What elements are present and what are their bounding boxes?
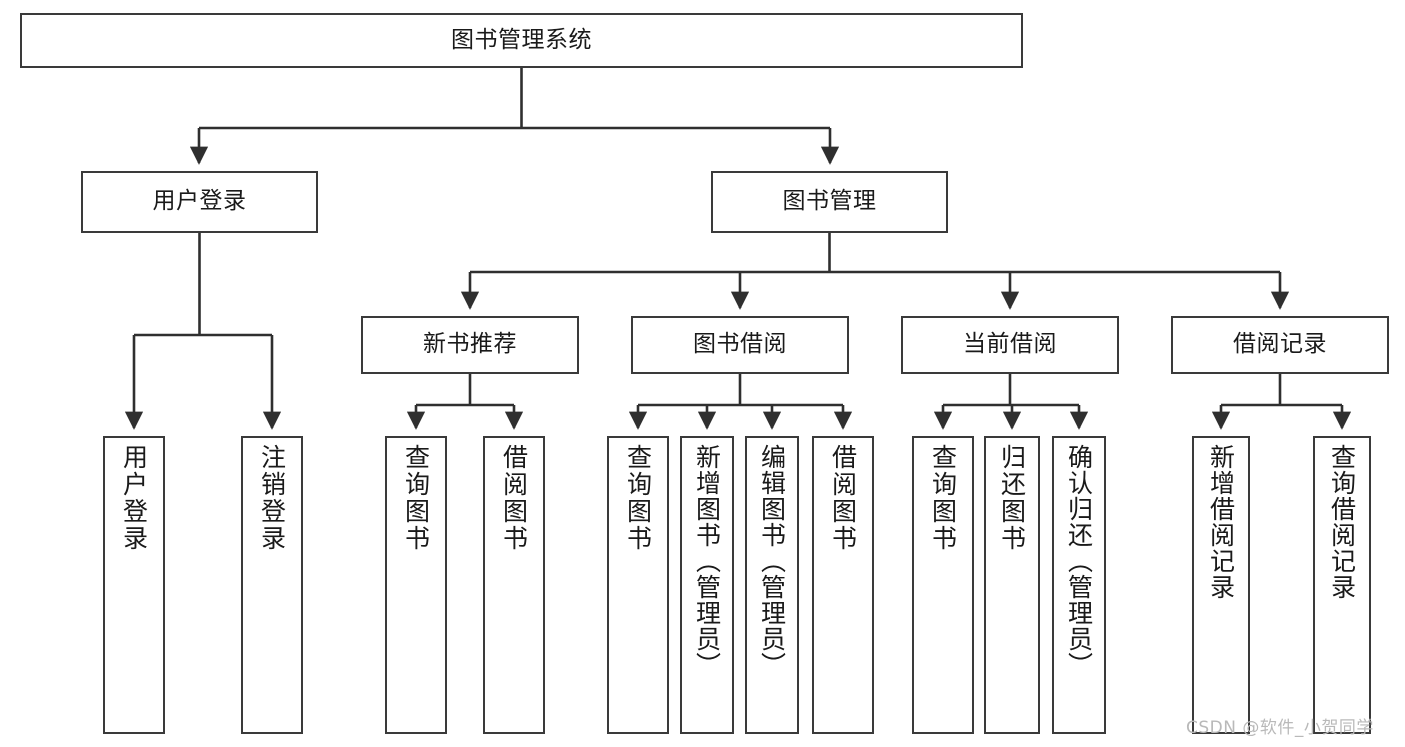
node-leaf-query-books-rec[interactable]: 查询图书 bbox=[385, 436, 447, 734]
node-leaf-user-login-label: 用户登录 bbox=[119, 444, 149, 552]
node-leaf-confirm-return-admin[interactable]: 确认归还（管理员） bbox=[1052, 436, 1106, 734]
node-leaf-query-books-rec-label: 查询图书 bbox=[401, 444, 431, 552]
node-leaf-query-books-borrow[interactable]: 查询图书 bbox=[607, 436, 669, 734]
node-leaf-logout[interactable]: 注销登录 bbox=[241, 436, 303, 734]
node-leaf-borrow-books-rec[interactable]: 借阅图书 bbox=[483, 436, 545, 734]
node-leaf-borrow-books-borrow[interactable]: 借阅图书 bbox=[812, 436, 874, 734]
node-borrow-record[interactable]: 借阅记录 bbox=[1171, 316, 1389, 374]
node-leaf-confirm-return-admin-label: 确认归还（管理员） bbox=[1064, 444, 1094, 678]
node-book-borrow[interactable]: 图书借阅 bbox=[631, 316, 849, 374]
node-leaf-return-books[interactable]: 归还图书 bbox=[984, 436, 1040, 734]
node-leaf-borrow-books-rec-label: 借阅图书 bbox=[499, 444, 529, 552]
node-book-borrow-label: 图书借阅 bbox=[693, 331, 787, 358]
node-leaf-return-books-label: 归还图书 bbox=[997, 444, 1027, 552]
node-leaf-query-books-current[interactable]: 查询图书 bbox=[912, 436, 974, 734]
node-leaf-user-login[interactable]: 用户登录 bbox=[103, 436, 165, 734]
csdn-watermark: CSDN @软件_小贺同学 bbox=[1186, 718, 1374, 738]
node-leaf-edit-book-admin[interactable]: 编辑图书（管理员） bbox=[745, 436, 799, 734]
node-leaf-edit-book-admin-label: 编辑图书（管理员） bbox=[757, 444, 787, 678]
node-current-borrow-label: 当前借阅 bbox=[963, 331, 1057, 358]
node-leaf-query-borrow-record[interactable]: 查询借阅记录 bbox=[1313, 436, 1371, 734]
node-new-book-recommend[interactable]: 新书推荐 bbox=[361, 316, 579, 374]
node-leaf-add-borrow-record[interactable]: 新增借阅记录 bbox=[1192, 436, 1250, 734]
node-root-label: 图书管理系统 bbox=[451, 26, 592, 53]
node-leaf-query-borrow-record-label: 查询借阅记录 bbox=[1327, 444, 1357, 600]
node-borrow-record-label: 借阅记录 bbox=[1233, 331, 1327, 358]
node-leaf-query-books-borrow-label: 查询图书 bbox=[623, 444, 653, 552]
node-leaf-add-book-admin-label: 新增图书（管理员） bbox=[692, 444, 722, 678]
node-current-borrow[interactable]: 当前借阅 bbox=[901, 316, 1119, 374]
node-root[interactable]: 图书管理系统 bbox=[20, 13, 1023, 68]
node-leaf-logout-label: 注销登录 bbox=[257, 444, 287, 552]
node-leaf-borrow-books-borrow-label: 借阅图书 bbox=[828, 444, 858, 552]
node-user-login-label: 用户登录 bbox=[152, 188, 247, 215]
node-new-book-recommend-label: 新书推荐 bbox=[423, 331, 517, 358]
node-leaf-add-borrow-record-label: 新增借阅记录 bbox=[1206, 444, 1236, 600]
node-book-management-label: 图书管理 bbox=[782, 188, 877, 215]
node-leaf-query-books-current-label: 查询图书 bbox=[928, 444, 958, 552]
node-user-login[interactable]: 用户登录 bbox=[81, 171, 318, 233]
node-leaf-add-book-admin[interactable]: 新增图书（管理员） bbox=[680, 436, 734, 734]
node-book-management[interactable]: 图书管理 bbox=[711, 171, 948, 233]
